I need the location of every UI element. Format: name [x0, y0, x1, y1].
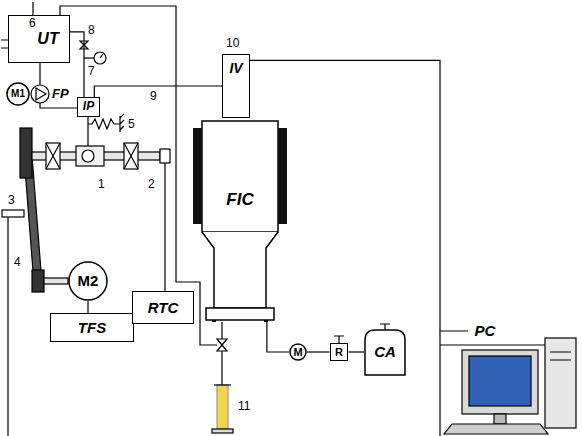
callout-number: 7 — [88, 65, 95, 79]
part-label: FP — [52, 87, 69, 102]
drain-pipe — [221, 322, 222, 339]
spring — [88, 119, 120, 129]
injector-box: IV — [222, 54, 250, 118]
connector — [349, 351, 365, 352]
node-outline — [192, 120, 288, 322]
regulator-box: R — [330, 343, 349, 361]
bottle-valve — [380, 324, 390, 330]
sensor-box: TFS — [50, 313, 134, 342]
thermo-probe — [32, 2, 33, 15]
node-text: M2 — [78, 272, 99, 289]
fuel-pipe — [39, 63, 40, 85]
encoder-wire — [164, 163, 165, 291]
node-text: RTC — [148, 299, 179, 316]
callout-number: 10 — [226, 37, 239, 51]
speed-sensor — [2, 210, 24, 217]
node-text: TFS — [78, 319, 106, 336]
flange-bolt — [264, 320, 268, 322]
pulley — [32, 270, 44, 292]
callout-number: 11 — [238, 400, 250, 414]
pump-box: IP — [77, 97, 100, 117]
bottle-outline — [365, 330, 405, 375]
circle-outline — [7, 83, 29, 105]
connector — [267, 322, 289, 352]
connector — [307, 351, 330, 352]
bearing-cross — [46, 143, 60, 169]
callout-number: 8 — [88, 24, 95, 38]
drain-pipe — [221, 351, 222, 385]
sensor-wire — [7, 217, 8, 436]
controller-box: RTC — [132, 291, 194, 324]
cylinder-rim — [214, 384, 231, 385]
callout-number: 9 — [150, 90, 157, 104]
encoder — [160, 149, 170, 163]
computer-label: PC — [468, 322, 502, 340]
node-text: M — [293, 346, 302, 359]
monitor — [462, 350, 538, 414]
circle-outline — [69, 262, 107, 300]
measuring-cylinder — [217, 385, 228, 429]
chamber-flange — [206, 308, 274, 320]
cam-housing — [76, 146, 104, 166]
node-text: PC — [475, 322, 496, 339]
node-text: CA — [374, 343, 396, 360]
connector — [250, 60, 468, 331]
callout-number: 4 — [14, 256, 21, 270]
motor-shaft — [44, 278, 68, 284]
pump-symbol — [31, 85, 49, 103]
node-text: IP — [83, 100, 94, 114]
plunger-rod — [87, 117, 88, 146]
bearing-cross — [124, 143, 138, 169]
connector — [70, 32, 84, 97]
flange-bolt — [212, 320, 216, 322]
pressure-gauge — [94, 52, 106, 64]
motor-circle: M1 — [6, 82, 30, 106]
pump-arrow — [36, 88, 46, 100]
node-text: IV — [229, 60, 242, 76]
connector — [94, 86, 222, 97]
gauge-circle: M — [289, 343, 307, 361]
chamber-body — [202, 121, 278, 232]
callout-number: 3 — [8, 194, 15, 208]
gauge-pipe — [84, 57, 94, 58]
fuel-pipe — [40, 103, 77, 108]
node-text: FIC — [226, 190, 253, 210]
heater-jacket — [278, 128, 287, 224]
return-pipe — [60, 6, 217, 345]
monitor-screen — [469, 356, 531, 406]
monitor-stand — [494, 414, 506, 424]
circle-outline — [290, 344, 306, 360]
bearing — [124, 143, 138, 169]
pc-tower — [545, 338, 576, 428]
callout-number: 2 — [148, 178, 155, 192]
gauge-needle — [100, 54, 103, 58]
cylinder-foot — [212, 429, 233, 433]
callout-number: 6 — [29, 17, 36, 31]
air-bottle: CA — [364, 328, 406, 376]
pulley — [20, 128, 32, 178]
combustion-chamber: FIC — [192, 120, 288, 322]
motor-circle: M2 — [68, 261, 108, 301]
data-cable — [440, 331, 545, 436]
chamber-lower — [202, 232, 278, 308]
wall-hatch — [120, 114, 124, 132]
node-text: M1 — [11, 88, 25, 100]
callout-number: 5 — [128, 118, 135, 132]
keyboard — [444, 424, 548, 434]
drain-valve — [217, 339, 227, 351]
bearing — [46, 143, 60, 169]
node-text: R — [335, 346, 343, 359]
heater-jacket — [193, 128, 202, 224]
cam — [82, 150, 94, 162]
connector — [87, 301, 88, 313]
node-text: UT — [37, 30, 58, 48]
tank-box: UT — [8, 15, 70, 63]
drive-slot — [550, 352, 571, 360]
callout-number: 1 — [98, 178, 105, 192]
